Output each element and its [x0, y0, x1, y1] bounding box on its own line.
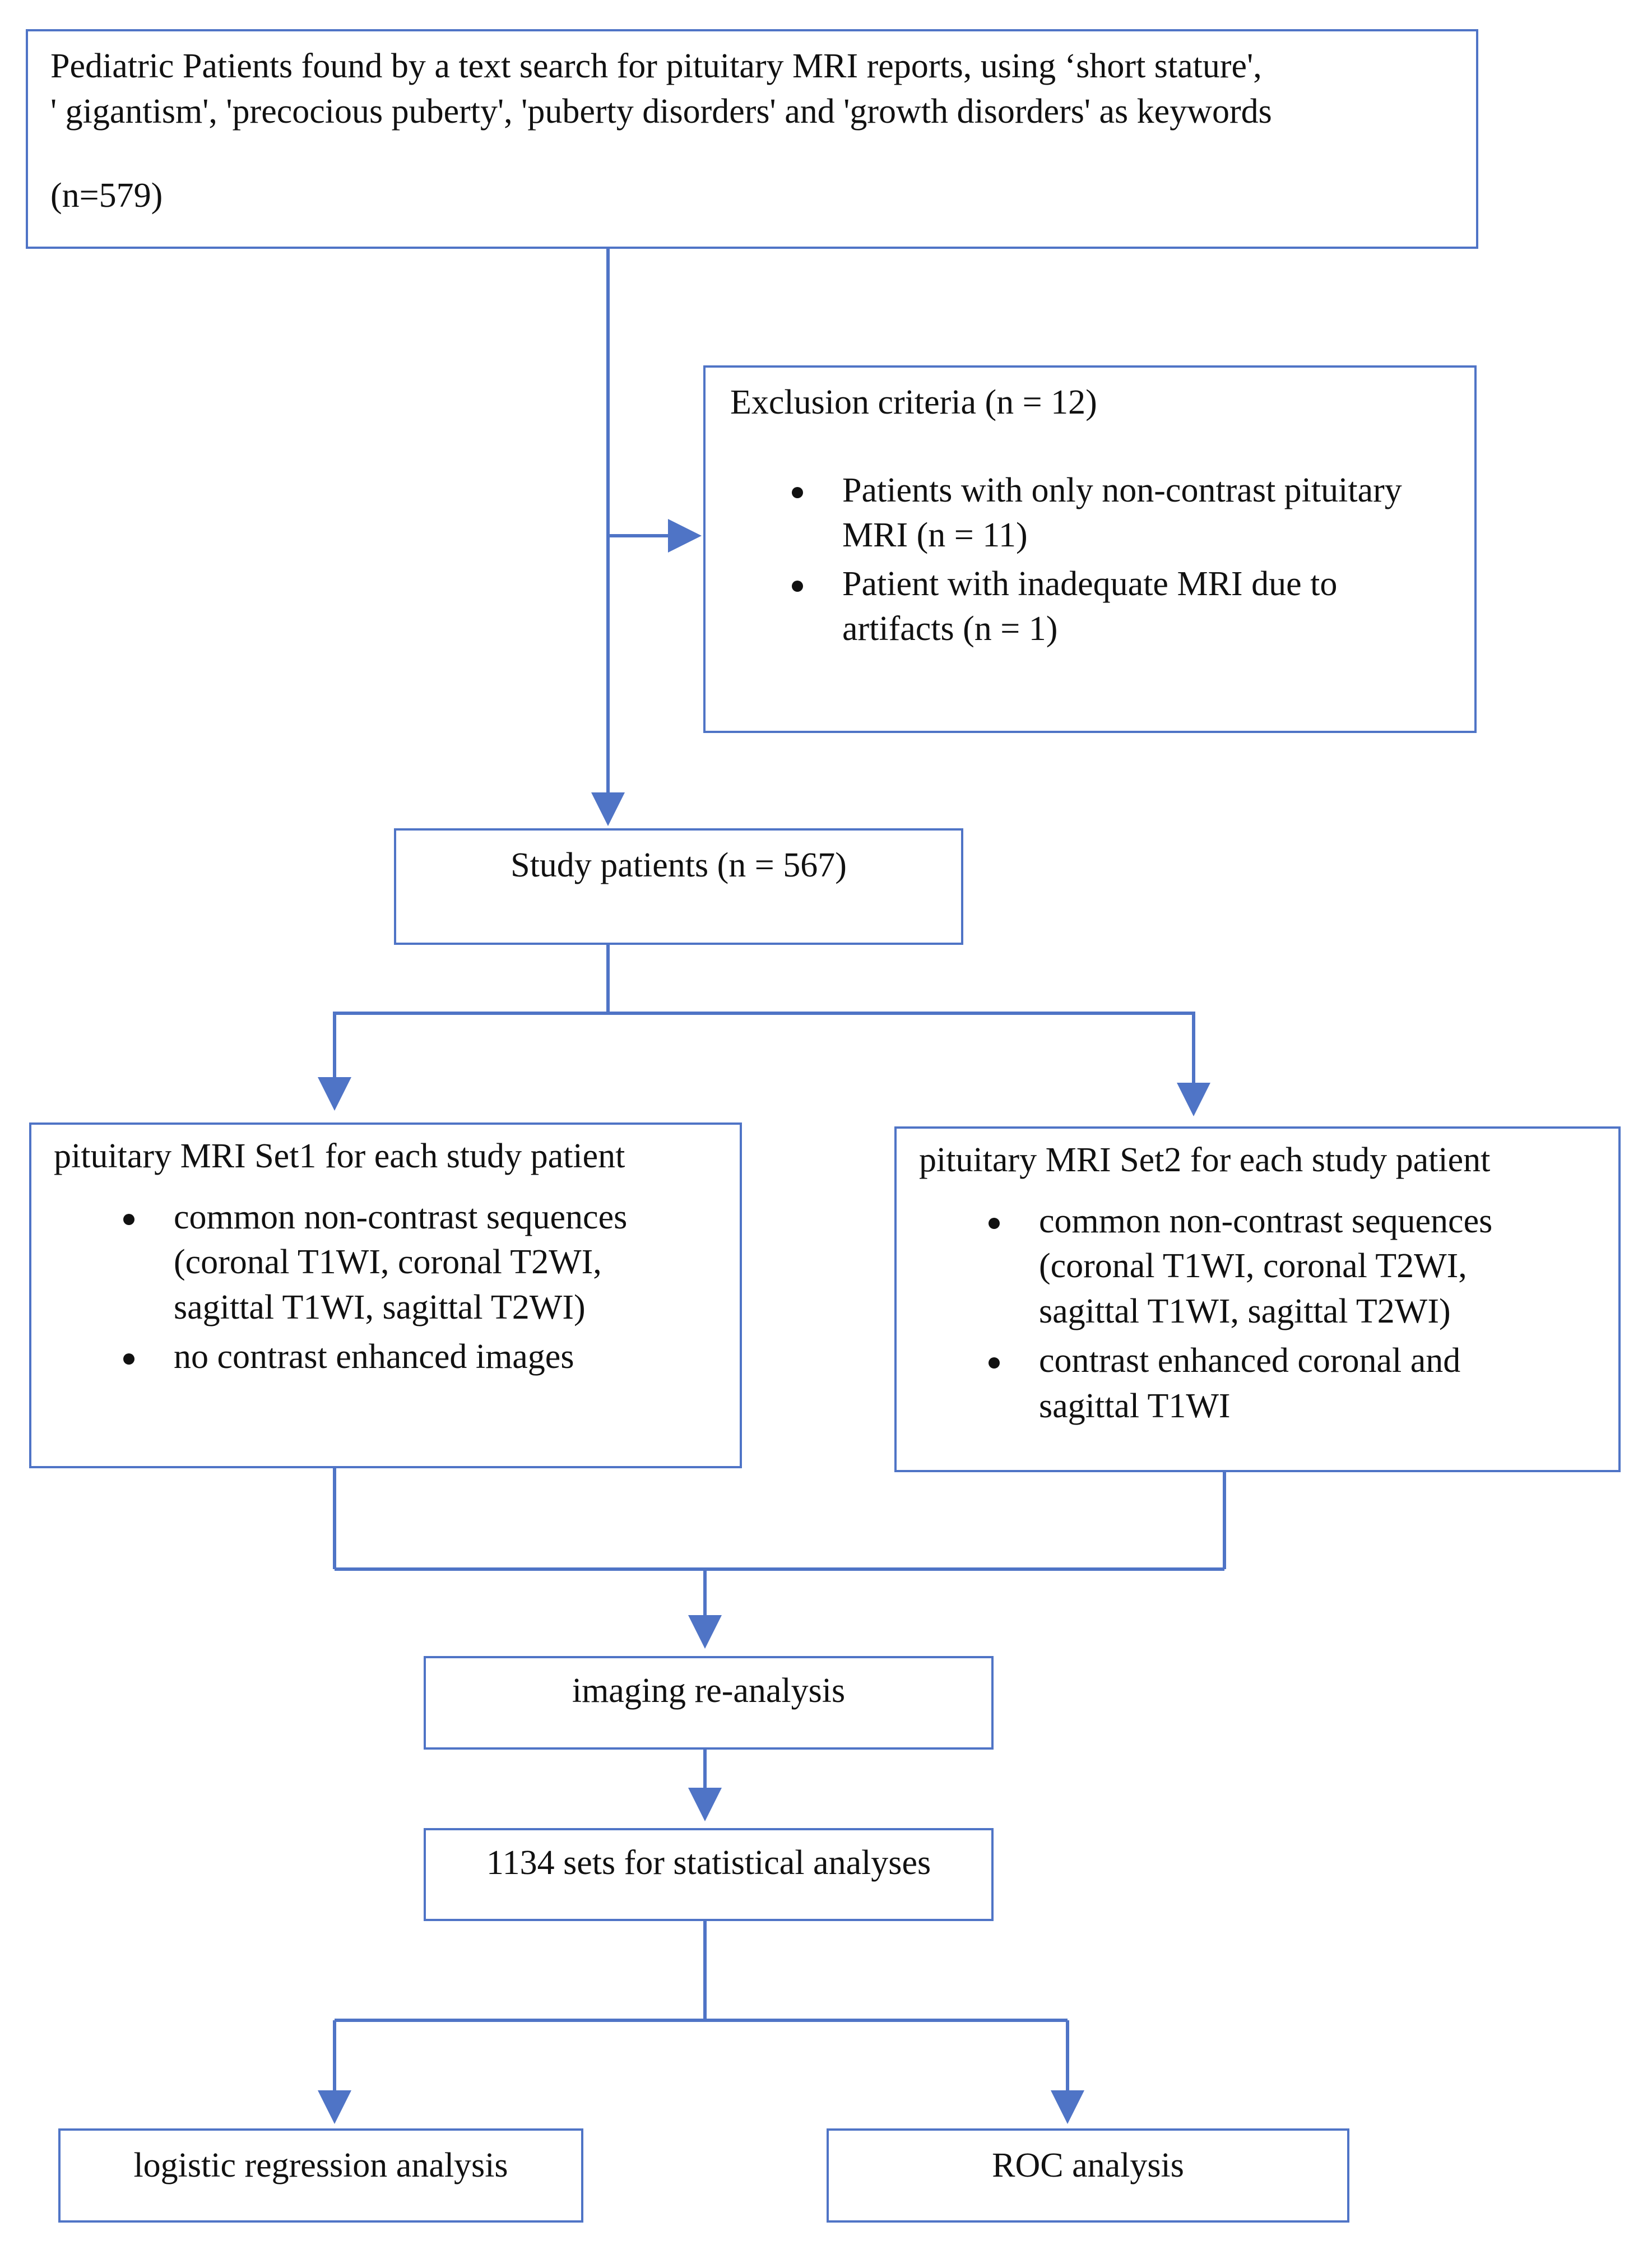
stats-label: 1134 sets for statistical analyses [486, 1844, 931, 1882]
set1-list: common non-contrast sequences (coronal T… [54, 1195, 717, 1380]
roc-label: ROC analysis [992, 2146, 1184, 2184]
reanalysis-label: imaging re-analysis [572, 1672, 846, 1710]
logistic-regression-box: logistic regression analysis [58, 2128, 583, 2223]
set2-list: common non-contrast sequences (coronal T… [919, 1199, 1596, 1429]
set1-item: common non-contrast sequences (coronal T… [123, 1195, 717, 1330]
logistic-label: logistic regression analysis [133, 2146, 508, 2184]
exclusion-item: Patients with only non-contrast pituitar… [792, 468, 1450, 558]
exclusion-title: Exclusion criteria (n = 12) [730, 383, 1097, 421]
initial-patients-box: Pediatric Patients found by a text searc… [26, 29, 1478, 249]
initial-text-line2: ' gigantism', 'precocious puberty', 'pub… [50, 92, 1272, 131]
set2-item: contrast enhanced coronal and sagittal T… [989, 1338, 1596, 1428]
mri-set1-box: pituitary MRI Set1 for each study patien… [29, 1122, 742, 1468]
initial-count: (n=579) [50, 177, 163, 215]
mri-set2-box: pituitary MRI Set2 for each study patien… [894, 1126, 1621, 1472]
roc-analysis-box: ROC analysis [827, 2128, 1349, 2223]
exclusion-criteria-box: Exclusion criteria (n = 12) Patients wit… [703, 365, 1477, 733]
study-patients-box: Study patients (n = 567) [394, 828, 963, 945]
set2-title: pituitary MRI Set2 for each study patien… [919, 1141, 1491, 1179]
exclusion-list: Patients with only non-contrast pituitar… [730, 468, 1450, 652]
initial-text-line1: Pediatric Patients found by a text searc… [50, 47, 1262, 85]
statistical-sets-box: 1134 sets for statistical analyses [424, 1828, 994, 1921]
study-patients-label: Study patients (n = 567) [511, 846, 847, 884]
set1-item: no contrast enhanced images [123, 1334, 717, 1380]
exclusion-item: Patient with inadequate MRI due to artif… [792, 562, 1450, 652]
set2-item: common non-contrast sequences (coronal T… [989, 1199, 1596, 1334]
set1-title: pituitary MRI Set1 for each study patien… [54, 1137, 625, 1175]
imaging-reanalysis-box: imaging re-analysis [424, 1656, 994, 1750]
